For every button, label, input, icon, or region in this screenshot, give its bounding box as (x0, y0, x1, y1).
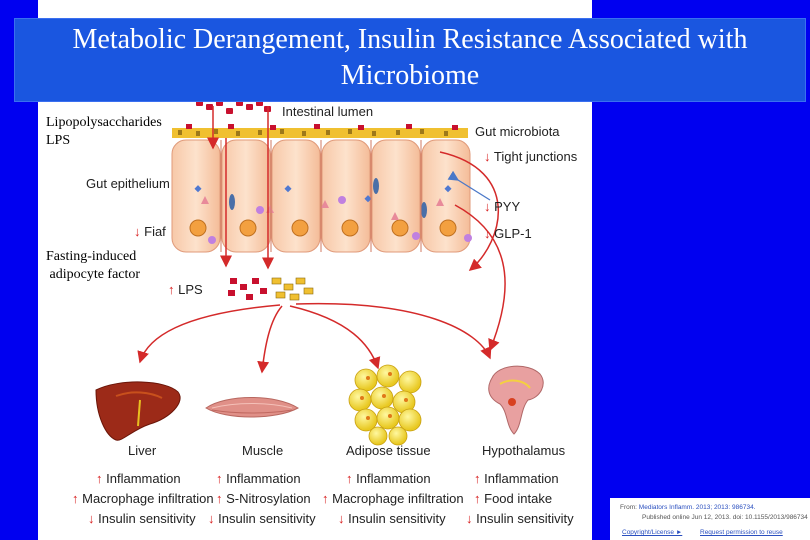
citation-box (610, 498, 810, 540)
junction-lines (220, 140, 422, 252)
citation-published: Published online Jun 12, 2013. doi: 10.1… (642, 514, 808, 521)
organ-name-liver: Liver (128, 443, 157, 458)
slide-title: Metabolic Derangement, Insulin Resistanc… (72, 24, 748, 91)
citation-source-link[interactable]: Mediators Inflamm. 2013; 2013: 986734. (638, 504, 756, 511)
citation-from: From: Mediators Inflamm. 2013; 2013: 986… (620, 504, 756, 511)
liver-illustration (95, 381, 181, 441)
up-arrow-icon: ↑ (216, 491, 223, 506)
up-arrow-icon: ↑ (474, 471, 481, 486)
muscle-illustration (205, 397, 299, 418)
effect-liver-2: ↑ Macrophage infiltration (72, 491, 214, 506)
label-intestinal-lumen: Intestinal lumen (282, 104, 374, 119)
up-arrow-icon: ↑ (96, 471, 103, 486)
hypothalamus-illustration (488, 365, 544, 435)
note-lps: Lipopolysaccharides LPS (46, 115, 162, 148)
effect-adipose-3: ↓ Insulin sensitivity (338, 511, 446, 526)
label-tight-junctions: ↓ Tight junctions (484, 149, 578, 164)
effect-liver-1: ↑ Inflammation (96, 471, 181, 486)
effect-muscle-1: ↑ Inflammation (216, 471, 301, 486)
down-arrow-icon: ↓ (88, 511, 95, 526)
up-arrow-icon: ↑ (322, 491, 329, 506)
organ-name-hypothalamus: Hypothalamus (482, 443, 566, 458)
cell-nuclei (189, 219, 457, 237)
down-arrow-icon: ↓ (484, 149, 491, 164)
label-fiaf: ↓ Fiaf (134, 224, 166, 239)
effect-liver-3: ↓ Insulin sensitivity (88, 511, 196, 526)
adipose-illustration (348, 364, 422, 446)
pathway-arrows (137, 106, 506, 374)
microbiota-band (172, 124, 468, 138)
cell-granules (194, 178, 472, 244)
epithelial-cells (171, 139, 471, 253)
label-lps: ↑ LPS (168, 282, 203, 297)
pyy-pointer (447, 170, 491, 201)
label-gut-microbiota: Gut microbiota (475, 124, 560, 139)
up-arrow-icon: ↑ (474, 491, 481, 506)
title-bar (14, 18, 806, 102)
note-fiaf: Fasting-induced adipocyte factor (46, 249, 141, 282)
up-arrow-icon: ↑ (346, 471, 353, 486)
organ-name-adipose: Adipose tissue (346, 443, 431, 458)
effect-hypothalamus-2: ↑ Food intake (474, 491, 553, 506)
up-arrow-icon: ↑ (72, 491, 79, 506)
down-arrow-icon: ↓ (466, 511, 473, 526)
request-permission-link[interactable]: Request permission to reuse (700, 529, 783, 536)
up-arrow-icon: ↑ (216, 471, 223, 486)
label-pyy: ↓ PYY (484, 199, 521, 214)
organ-name-muscle: Muscle (242, 443, 284, 458)
label-glp1: ↓ GLP-1 (484, 226, 532, 241)
down-arrow-icon: ↓ (484, 199, 491, 214)
down-arrow-icon: ↓ (338, 511, 345, 526)
effect-adipose-2: ↑ Macrophage infiltration (322, 491, 464, 506)
effect-hypothalamus-1: ↑ Inflammation (474, 471, 559, 486)
lumen-bacteria (196, 100, 271, 114)
down-arrow-icon: ↓ (208, 511, 215, 526)
effect-adipose-1: ↑ Inflammation (346, 471, 431, 486)
label-gut-epithelium: Gut epithelium (86, 176, 170, 191)
down-arrow-icon: ↓ (484, 226, 491, 241)
effect-muscle-2: ↑ S-Nitrosylation (216, 491, 311, 506)
adipose-nuclei (360, 372, 408, 420)
down-arrow-icon: ↓ (134, 224, 141, 239)
up-arrow-icon: ↑ (168, 282, 175, 297)
lps-cluster (228, 277, 314, 301)
effect-muscle-3: ↓ Insulin sensitivity (208, 511, 316, 526)
effect-hypothalamus-3: ↓ Insulin sensitivity (466, 511, 574, 526)
copyright-license-link[interactable]: Copyright/License ► (622, 529, 683, 536)
